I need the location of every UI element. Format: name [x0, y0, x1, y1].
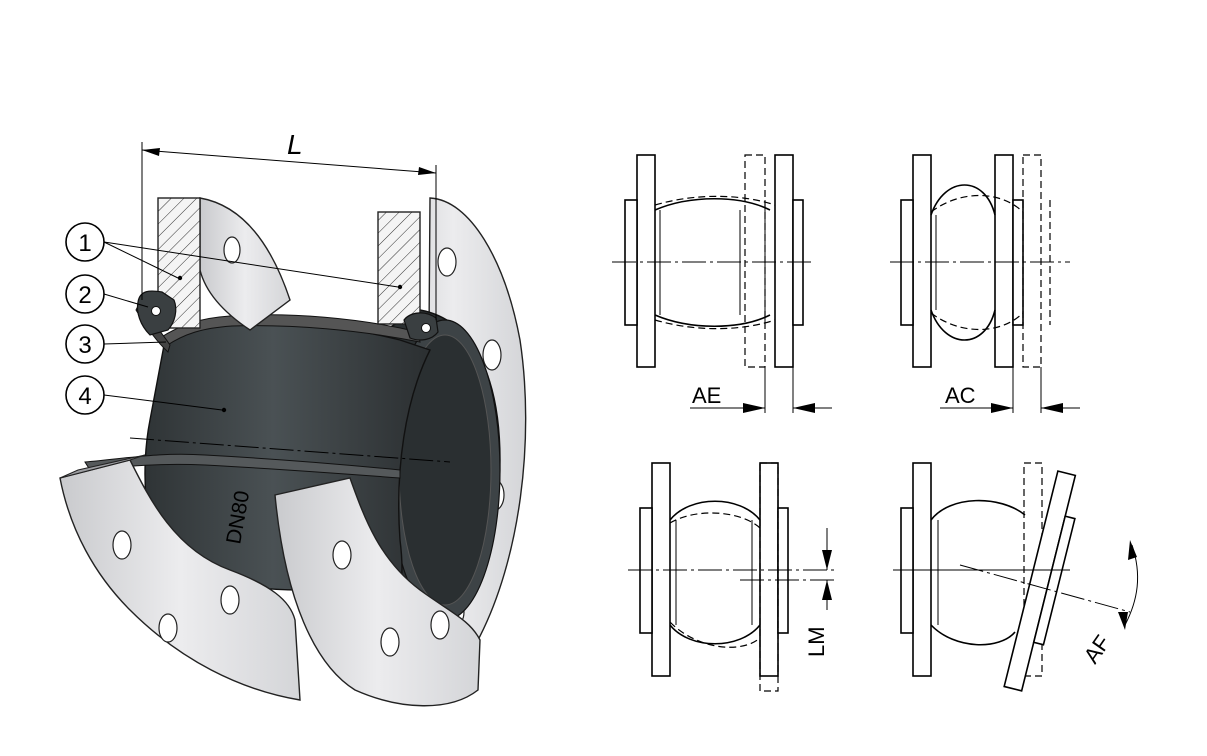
lateral-movement-label: LM	[804, 626, 829, 657]
bolt-hole	[112, 530, 132, 560]
lower-left-flange	[59, 454, 301, 701]
callout-leaders	[103, 241, 403, 413]
axial-compression-view: AC	[890, 154, 1080, 413]
axial-compression-label: AC	[945, 383, 976, 408]
bolt-hole	[220, 585, 240, 615]
length-label: L	[287, 129, 303, 160]
length-dimension: L	[141, 129, 437, 320]
bolt-hole	[158, 613, 178, 643]
svg-text:4: 4	[78, 383, 91, 410]
angular-deflection-view: AF	[893, 462, 1139, 692]
angular-deflection-label: AF	[1079, 630, 1116, 667]
bead-wire-seal	[403, 312, 439, 341]
axial-extension-view: AE	[612, 154, 832, 413]
callout-2: 2	[65, 274, 105, 314]
cutaway-view: DN80 L 1 2	[59, 129, 527, 707]
upper-left-flange	[157, 197, 291, 331]
axial-extension-label: AE	[692, 383, 721, 408]
lateral-movement-view: LM	[628, 462, 835, 692]
bolt-hole	[380, 627, 400, 657]
svg-text:1: 1	[78, 230, 91, 257]
bolt-hole	[332, 540, 352, 570]
callout-3: 3	[65, 324, 105, 364]
svg-text:3: 3	[78, 332, 91, 359]
lower-right-flange	[274, 477, 481, 707]
bolt-hole	[223, 236, 241, 264]
axis-centerline	[129, 437, 451, 463]
flange-section-hatch	[377, 211, 421, 325]
bolt-hole	[430, 610, 450, 640]
bolt-hole	[482, 339, 502, 371]
callout-4: 4	[65, 375, 105, 415]
callout-1: 1	[65, 222, 105, 262]
svg-text:2: 2	[78, 282, 91, 309]
bolt-hole	[437, 247, 457, 277]
